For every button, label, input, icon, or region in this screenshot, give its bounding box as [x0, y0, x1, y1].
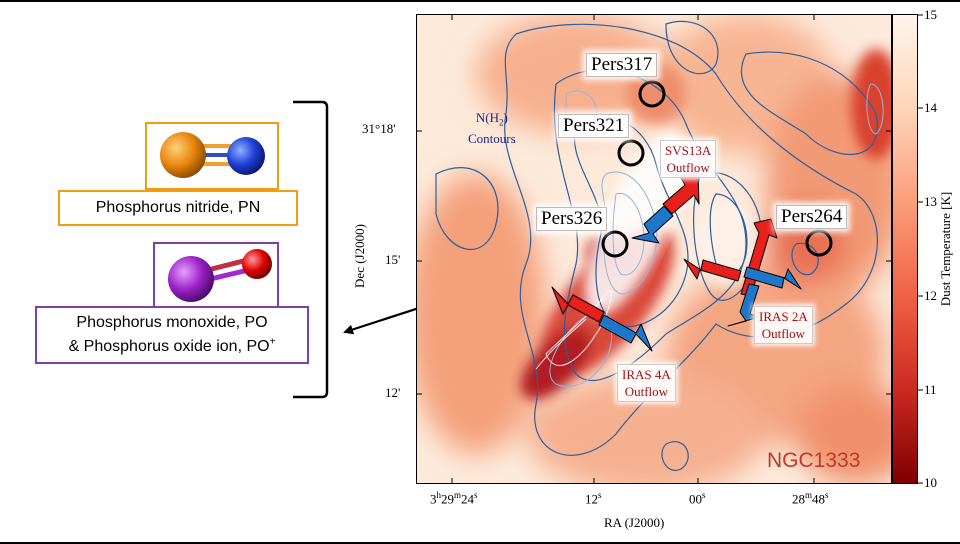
pn-label-text: Phosphorus nitride, PN [95, 199, 261, 216]
contour-label-line2: Contours [468, 130, 516, 146]
pers317-marker [638, 80, 666, 108]
colorbar-tick-14: 14 [924, 100, 937, 115]
source-label-pers321: Pers321 [558, 114, 630, 138]
po-molecule-box [153, 242, 279, 308]
contour-label: N(H2) Contours [468, 110, 516, 146]
pn-label: Phosphorus nitride, PN [58, 190, 298, 226]
iras4a-blue-lobe [598, 314, 653, 352]
pers321-marker [617, 139, 645, 167]
iras2a-red-lobe-2 [683, 258, 742, 282]
ytick-label-3: 12' [385, 385, 401, 400]
source-label-pers317: Pers317 [586, 53, 658, 77]
contour-label-line1: N(H2) [475, 110, 508, 128]
colorbar-tick-11: 11 [924, 382, 937, 397]
po-label-line2: & Phosphorus oxide ion, PO+ [68, 336, 276, 355]
xtick-label-3: 00s [689, 490, 706, 507]
po-label: Phosphorus monoxide, PO & Phosphorus oxi… [35, 306, 309, 364]
po-label-line1: Phosphorus monoxide, PO [76, 314, 268, 331]
y-axis-label: Dec (J2000) [352, 224, 367, 288]
map-tick-marks [416, 14, 892, 484]
source-label-pers264: Pers264 [776, 205, 848, 229]
xtick-label-1: 3h29m24s [430, 490, 478, 507]
x-axis-label: RA (J2000) [604, 515, 665, 530]
bottom-rule [0, 542, 960, 544]
ytick-label-1: 31°18' [362, 121, 396, 136]
source-label-pers326: Pers326 [536, 207, 608, 231]
dust-temperature-map [416, 14, 892, 484]
top-rule [0, 0, 960, 2]
colorbar-tick-12: 12 [924, 288, 937, 303]
column-density-contours [435, 20, 878, 471]
po-molecule-icon [168, 249, 272, 302]
ytick-label-2: 15' [385, 252, 401, 267]
po-label-superscript: + [269, 336, 276, 348]
field-name-label: NGC1333 [767, 449, 861, 472]
colorbar-tick-15: 15 [924, 7, 937, 22]
svs13a-blue-lobe [631, 205, 674, 244]
colorbar [892, 14, 918, 484]
xtick-label-4: 28m48s [792, 490, 829, 507]
colorbar-label: Dust Temperature [K] [938, 191, 953, 307]
colorbar-ticks [918, 14, 923, 484]
pn-molecule-box [145, 122, 279, 190]
pers326-marker [601, 230, 629, 258]
source-markers [601, 80, 833, 258]
outflow-arrows [551, 170, 802, 352]
iras4a-red-lobe [551, 286, 605, 323]
colorbar-tick-10: 10 [924, 475, 937, 490]
iras2a-blue-lobe-2 [743, 266, 802, 290]
colorbar-tick-13: 13 [924, 194, 937, 209]
pers264-marker [805, 229, 833, 257]
pn-molecule-icon [160, 132, 265, 178]
xtick-label-2: 12s [585, 490, 602, 507]
